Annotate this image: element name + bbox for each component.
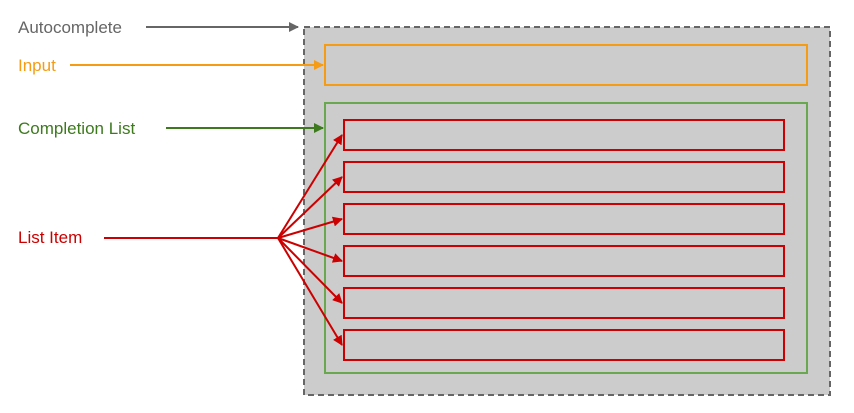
- list-item-box: [343, 203, 785, 235]
- list-item-label: List Item: [18, 228, 82, 247]
- list-item-box: [343, 329, 785, 361]
- list-item-arrows: [104, 134, 343, 346]
- list-item-box: [343, 245, 785, 277]
- completion-list-label: Completion List: [18, 119, 135, 138]
- list-item-arrow: [277, 237, 343, 304]
- input-box: [324, 44, 808, 86]
- autocomplete-label: Autocomplete: [18, 18, 122, 37]
- list-item-box: [343, 161, 785, 193]
- list-items: [343, 119, 785, 361]
- list-item-box: [343, 287, 785, 319]
- list-item-box: [343, 119, 785, 151]
- list-item-arrow: [277, 176, 343, 239]
- input-label: Input: [18, 56, 56, 75]
- list-item-arrow: [277, 134, 343, 239]
- list-item-arrow: [277, 216, 343, 239]
- list-item-arrow: [277, 237, 343, 263]
- list-item-arrow: [277, 237, 343, 346]
